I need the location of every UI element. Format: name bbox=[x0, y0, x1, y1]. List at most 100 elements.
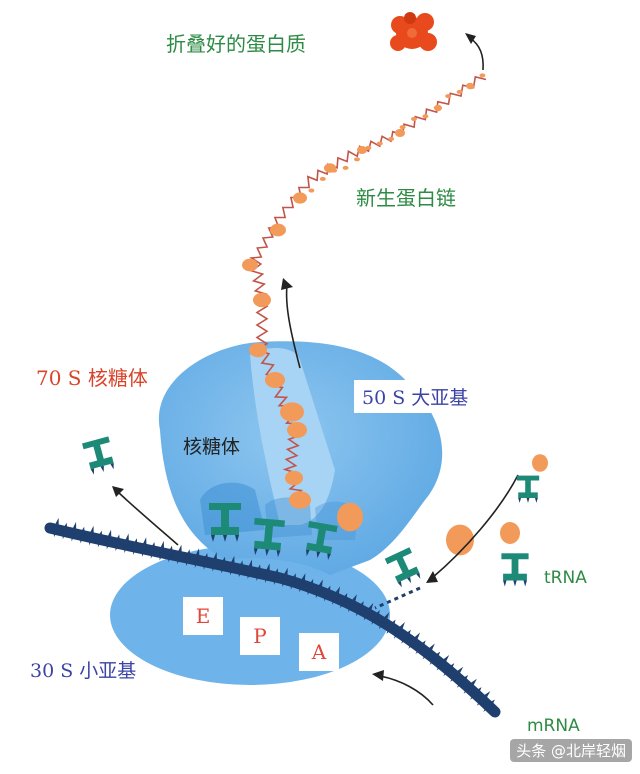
flow-arrows bbox=[117, 37, 519, 706]
trna-shape bbox=[384, 547, 421, 588]
mrna-tooth-under bbox=[355, 608, 362, 617]
mrna-tooth bbox=[96, 530, 103, 541]
tail-bead bbox=[433, 105, 440, 110]
tail-bead bbox=[365, 145, 372, 150]
mrna-tooth bbox=[220, 556, 226, 567]
mrna-tooth-under bbox=[159, 552, 164, 561]
amino-acid-bead bbox=[249, 342, 267, 358]
mrna-tooth-under bbox=[203, 561, 208, 570]
mrna-tooth bbox=[202, 553, 209, 563]
amino-acid-bead bbox=[357, 146, 367, 154]
mrna-tooth bbox=[388, 619, 396, 629]
mrna-tooth bbox=[131, 538, 138, 548]
label-trna: tRNA bbox=[544, 568, 587, 588]
tail-bead bbox=[422, 114, 429, 119]
mrna-tooth bbox=[290, 573, 296, 583]
charged-amino-acid bbox=[337, 502, 363, 532]
mrna-tooth bbox=[114, 534, 121, 544]
mrna-tooth bbox=[348, 594, 357, 607]
tail-bead bbox=[388, 136, 395, 141]
site-e: E bbox=[183, 597, 223, 635]
mrna-tooth bbox=[453, 666, 464, 678]
mrna-tooth bbox=[211, 551, 218, 565]
amino-acid-bead bbox=[293, 192, 307, 204]
amino-acid-bead bbox=[289, 491, 311, 509]
watermark: 头条 @北岸轻烟 bbox=[510, 739, 632, 762]
charged-amino-acid bbox=[532, 454, 548, 472]
arrow-chain-up bbox=[285, 284, 301, 369]
mrna-tooth-under bbox=[264, 574, 269, 583]
mrna-tooth-under bbox=[299, 583, 304, 593]
mrna-strand bbox=[44, 522, 501, 718]
trna-shape bbox=[516, 475, 540, 503]
mrna-tooth-under bbox=[363, 612, 370, 621]
mrna-tooth-under bbox=[307, 586, 313, 596]
mrna-tooth-under bbox=[443, 668, 451, 677]
tail-bead bbox=[479, 73, 486, 78]
mrna-tooth-under bbox=[176, 555, 181, 565]
mrna-tooth-under bbox=[141, 548, 146, 557]
mrna-tooth-under bbox=[88, 537, 93, 546]
mrna-tooth bbox=[149, 541, 156, 552]
charged-amino-acid bbox=[500, 522, 520, 544]
mrna-tooth-under bbox=[97, 539, 102, 548]
amino-acid-bead bbox=[285, 470, 303, 486]
mrna-tooth-under bbox=[282, 578, 287, 587]
mrna-tooth-under bbox=[456, 680, 464, 688]
amino-acid-bead bbox=[242, 258, 258, 272]
trna-molecules bbox=[82, 436, 540, 588]
tail-bead bbox=[354, 157, 360, 162]
mrna-tooth-under bbox=[132, 546, 137, 555]
mrna-tooth bbox=[123, 533, 130, 546]
mrna-tooth bbox=[340, 592, 348, 603]
mrna-tooth bbox=[439, 654, 450, 667]
mrna-tooth bbox=[193, 548, 200, 561]
mrna-tooth-under bbox=[315, 589, 321, 599]
mrna-tooth bbox=[87, 525, 94, 539]
mrna-tooth bbox=[364, 602, 374, 615]
mrna-tooth bbox=[246, 559, 253, 572]
trna-shape bbox=[501, 553, 529, 587]
mrna-tooth-under bbox=[470, 692, 478, 700]
mrna-tooth-under bbox=[62, 531, 67, 540]
amino-acid-bead bbox=[287, 422, 307, 438]
tail-bead bbox=[468, 85, 474, 90]
arrow-trna-exit bbox=[117, 491, 179, 546]
mrna-tooth-under bbox=[124, 544, 129, 554]
mrna-tooth-under bbox=[415, 646, 422, 655]
mrna-tooth-under bbox=[150, 550, 155, 559]
tail-bead bbox=[456, 89, 463, 94]
mrna-tooth bbox=[264, 563, 270, 576]
charged-amino-acid bbox=[446, 524, 474, 556]
mrna-tooth bbox=[61, 522, 68, 533]
arrowheads bbox=[112, 33, 476, 681]
mrna-tooth bbox=[228, 555, 235, 569]
mrna-tooth bbox=[332, 586, 341, 599]
mrna-tooth bbox=[425, 643, 435, 655]
mrna-tooth bbox=[403, 629, 411, 639]
mrna-tooth-under bbox=[401, 635, 408, 644]
mrna-tooth bbox=[486, 699, 495, 709]
mrna-tooth-under bbox=[194, 559, 199, 568]
mrna-tooth bbox=[237, 560, 244, 570]
mrna-tooth bbox=[281, 567, 288, 581]
label-70s-ribosome: 70 S 核糖体 bbox=[36, 366, 148, 390]
mrna-tooth bbox=[473, 687, 482, 696]
mrna-tooth bbox=[298, 573, 306, 586]
site-p: P bbox=[240, 617, 280, 655]
mrna-tooth bbox=[307, 579, 314, 589]
mrna-tooth-under bbox=[463, 686, 471, 694]
trna-shape bbox=[306, 521, 338, 560]
mrna-tooth bbox=[459, 674, 469, 684]
mrna-tooth-under bbox=[340, 600, 346, 609]
mrna-tooth-under bbox=[429, 657, 437, 665]
amino-acid-bead bbox=[395, 129, 405, 137]
tail-bead bbox=[342, 165, 349, 170]
mrna-tooth bbox=[175, 544, 182, 557]
mrna-tooth bbox=[466, 678, 477, 690]
tail-bead bbox=[308, 188, 315, 193]
mrna-tooth bbox=[158, 540, 165, 554]
mrna-tooth-under bbox=[185, 557, 190, 566]
amino-acid-bead bbox=[253, 292, 271, 308]
mrna-tooth-under bbox=[53, 528, 58, 538]
